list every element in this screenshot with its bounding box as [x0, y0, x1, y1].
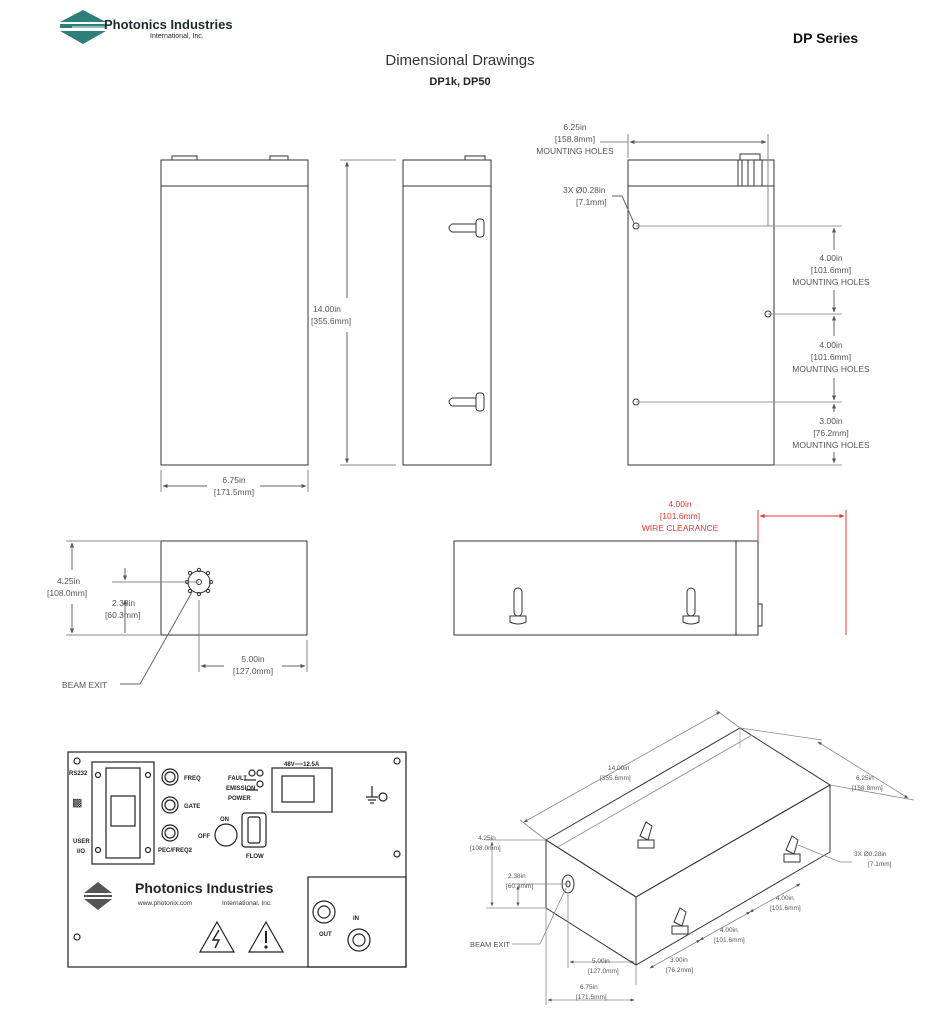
panel-on: ON [220, 817, 229, 823]
panel-out: OUT [319, 932, 332, 938]
back-sp2-note: MOUNTING HOLES [792, 364, 870, 374]
iso-holes-in: 3X Ø0.28in [854, 851, 887, 858]
iso-beam-h-mm: [60.3mm] [506, 883, 533, 890]
panel-io: I/O [77, 849, 85, 855]
iso-beam-w-in: 5.00in [592, 958, 610, 965]
panel-web: www.photonix.com [137, 900, 192, 907]
height-in: 14.00in [313, 304, 341, 314]
company-logo: Photonics Industries International, Inc. [58, 8, 248, 48]
back-sp2-in: 4.00in [819, 340, 842, 350]
panel-gate: GATE [184, 804, 200, 810]
panel-power: POWER [228, 796, 251, 802]
back-sp3-in: 3.00in [819, 416, 842, 426]
rear-panel [67, 751, 407, 968]
iso-width-in: 6.75in [580, 984, 598, 991]
end-beam-h-mm: [60.3mm] [105, 610, 140, 620]
panel-emission: EMISSION [226, 786, 255, 792]
front-width-mm: [171.5mm] [214, 487, 254, 497]
back-sp3-note: MOUNTING HOLES [792, 440, 870, 450]
logo-diamond-icon [60, 10, 108, 44]
end-height-in: 4.25in [57, 576, 80, 586]
iso-beam-h-in: 2.38in [508, 873, 526, 880]
series-label: DP Series [793, 30, 859, 46]
iso-dimensions [486, 709, 915, 1005]
page-subtitle: DP1k, DP50 [429, 76, 491, 88]
back-sp2-mm: [101.6mm] [811, 352, 851, 362]
clear-mm: [101.6mm] [660, 511, 700, 521]
page-title: Dimensional Drawings [385, 52, 535, 69]
height-dimension [340, 159, 396, 466]
iso-len-mm: [355.6mm] [600, 775, 631, 782]
panel-freq: FREQ [184, 776, 201, 782]
back-top-mm: [158.8mm] [555, 134, 595, 144]
panel-flow: FLOW [246, 854, 264, 860]
back-sp3-mm: [76.2mm] [813, 428, 848, 438]
long-side-view [453, 510, 847, 636]
end-view [66, 540, 308, 685]
back-sp1-in: 4.00in [819, 253, 842, 263]
iso-sp1-mm: [101.6mm] [770, 905, 801, 912]
back-holes-in: 3X Ø0.28in [563, 185, 606, 195]
iso-height-mm: [108.0mm] [470, 845, 501, 852]
panel-rating: 48V══12.5A [284, 762, 320, 768]
end-height-mm: [108.0mm] [47, 588, 87, 598]
iso-len-in: 14.00in [608, 765, 630, 772]
iso-sp2-in: 4.00in [720, 927, 738, 934]
isometric-view [545, 727, 831, 966]
iso-height-in: 4.25in [478, 835, 496, 842]
clear-in: 4.00in [668, 499, 691, 509]
iso-width-mm: [171.5mm] [576, 994, 607, 1001]
end-beam-label: BEAM EXIT [62, 680, 107, 690]
panel-rs232: RS232 [69, 771, 88, 777]
panel-off: OFF [198, 834, 210, 840]
panel-brand: Photonics Industries [135, 880, 274, 896]
iso-sp1-in: 4.00in [776, 895, 794, 902]
back-view [600, 134, 842, 466]
logo-subtitle: International, Inc. [150, 33, 204, 40]
panel-in: IN [353, 916, 359, 922]
logo-name: Photonics Industries [104, 17, 233, 32]
front-width-in: 6.75in [222, 475, 245, 485]
height-mm: [355.6mm] [311, 316, 351, 326]
iso-holes-mm: [7.1mm] [868, 861, 892, 868]
panel-brand-sub: International, Inc. [222, 900, 272, 907]
back-top-note: MOUNTING HOLES [536, 146, 614, 156]
clear-note: WIRE CLEARANCE [642, 523, 719, 533]
panel-user: USER [73, 839, 90, 845]
iso-sp3-in: 3.00in [670, 957, 688, 964]
back-sp1-mm: [101.6mm] [811, 265, 851, 275]
front-view [160, 155, 309, 492]
back-sp1-note: MOUNTING HOLES [792, 277, 870, 287]
side-view [402, 155, 492, 466]
iso-depth-in: 6.25in [856, 775, 874, 782]
panel-pec: PEC/FREQ2 [158, 848, 193, 854]
end-beam-w-in: 5.00in [241, 654, 264, 664]
back-top-in: 6.25in [563, 122, 586, 132]
end-beam-w-mm: [127.0mm] [233, 666, 273, 676]
end-beam-h-in: 2.38in [112, 598, 135, 608]
iso-sp2-mm: [101.6mm] [714, 937, 745, 944]
iso-beam-w-mm: [127.0mm] [588, 968, 619, 975]
iso-beam-label: BEAM EXIT [470, 940, 510, 949]
panel-fault: FAULT [228, 776, 247, 782]
network-icon: ▩ [72, 797, 82, 809]
iso-depth-mm: [158.8mm] [852, 785, 883, 792]
iso-sp3-mm: [76.2mm] [666, 967, 693, 974]
back-holes-mm: [7.1mm] [576, 197, 607, 207]
